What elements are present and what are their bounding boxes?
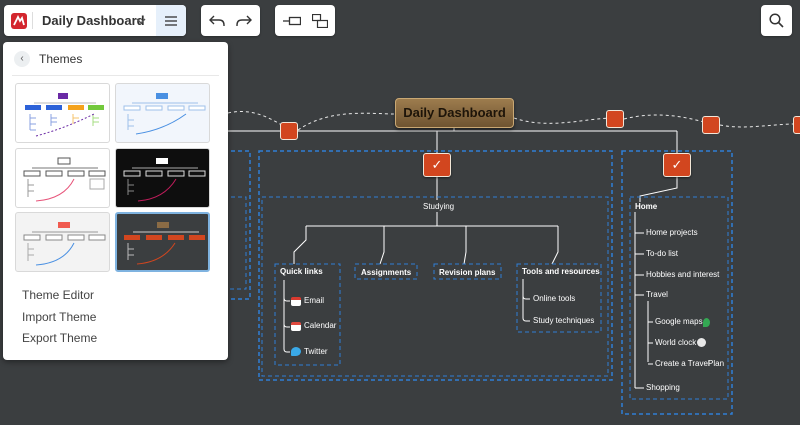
checkbox-topic-studying[interactable]: ✓	[423, 153, 451, 177]
insert-toolbar	[275, 5, 335, 36]
menu-icon	[165, 15, 177, 26]
theme-preview	[25, 93, 104, 137]
chevron-left-icon: ‹	[20, 53, 24, 64]
export-theme-item[interactable]: Export Theme	[22, 331, 98, 345]
panel-header: ‹ Themes	[3, 42, 228, 75]
divider	[12, 75, 219, 76]
insert-subtopic-icon	[311, 13, 328, 28]
topic-study-techniques[interactable]: Study techniques	[533, 316, 595, 325]
insert-topic-button[interactable]	[278, 5, 305, 36]
import-theme-item[interactable]: Import Theme	[22, 310, 97, 324]
divider	[32, 12, 33, 29]
topic-create-travel[interactable]: Create a Travel	[655, 359, 710, 368]
google-maps-icon	[703, 318, 710, 327]
theme-thumbnail-dark[interactable]	[115, 148, 210, 208]
relation-node[interactable]	[606, 110, 624, 128]
checkmark-icon: ✓	[431, 157, 443, 172]
title-dropdown-button[interactable]	[134, 5, 148, 36]
checkbox-topic-home[interactable]: ✓	[663, 153, 691, 177]
back-button[interactable]: ‹	[14, 51, 30, 67]
twitter-icon	[291, 347, 301, 356]
document-title[interactable]: Daily Dashboard	[42, 13, 145, 28]
topic-to-do-list[interactable]: To-do list	[646, 249, 679, 258]
topic-twitter[interactable]: Twitter	[304, 347, 328, 356]
topic-quick-links[interactable]: Quick links	[280, 267, 323, 276]
themes-panel: ‹ Themes	[3, 42, 228, 360]
relation-node[interactable]	[702, 116, 720, 134]
search-toolbar	[761, 5, 792, 36]
redo-icon	[236, 15, 252, 26]
topic-plan[interactable]: Plan	[708, 359, 725, 368]
menu-button[interactable]	[156, 5, 186, 36]
topic-online-tools[interactable]: Online tools	[533, 294, 576, 303]
theme-preview	[123, 158, 206, 202]
theme-thumbnail-dark-coral[interactable]	[115, 212, 210, 272]
topic-revision-plans[interactable]: Revision plans	[439, 268, 496, 277]
redo-button[interactable]	[231, 5, 257, 36]
topic-home[interactable]: Home	[635, 202, 658, 211]
relation-node[interactable]	[793, 116, 800, 134]
app-logo-icon	[11, 12, 27, 29]
theme-preview	[23, 157, 106, 202]
theme-thumbnail-classic-white[interactable]	[15, 148, 110, 208]
checkmark-icon: ✓	[671, 157, 683, 172]
topic-studying[interactable]: Studying	[423, 202, 455, 211]
email-icon	[291, 297, 301, 306]
app-logo-button[interactable]	[10, 5, 28, 36]
theme-thumbnail-coral[interactable]	[15, 212, 110, 272]
topic-assignments[interactable]: Assignments	[361, 268, 412, 277]
theme-editor-item[interactable]: Theme Editor	[22, 288, 95, 302]
topic-calendar[interactable]: Calendar	[304, 321, 337, 330]
insert-topic-icon	[282, 16, 301, 25]
topic-travel[interactable]: Travel	[646, 290, 668, 299]
history-toolbar	[201, 5, 260, 36]
root-topic[interactable]: Daily Dashboard	[395, 98, 514, 128]
theme-preview	[23, 222, 106, 266]
topic-shopping[interactable]: Shopping	[646, 383, 680, 392]
document-toolbar: Daily Dashboard	[4, 5, 186, 36]
topic-hobbies[interactable]: Hobbies and interest	[646, 270, 720, 279]
search-button[interactable]	[761, 5, 792, 36]
insert-subtopic-button[interactable]	[306, 5, 333, 36]
theme-thumbnail-light-blue[interactable]	[115, 83, 210, 143]
panel-title: Themes	[39, 52, 83, 66]
topic-home-projects[interactable]: Home projects	[646, 228, 698, 237]
topic-world-clock[interactable]: World clock	[655, 338, 697, 347]
relation-node[interactable]	[280, 122, 298, 140]
undo-icon	[209, 15, 225, 26]
clock-icon	[697, 338, 706, 347]
undo-button[interactable]	[204, 5, 230, 36]
topic-tools-and-resources[interactable]: Tools and resources	[522, 267, 600, 276]
search-icon	[769, 13, 784, 28]
topic-google-maps[interactable]: Google maps	[655, 317, 703, 326]
topic-email[interactable]: Email	[304, 296, 325, 305]
calendar-icon	[291, 322, 301, 331]
chevron-down-icon	[136, 18, 146, 24]
theme-preview	[124, 222, 205, 265]
theme-preview	[123, 93, 206, 135]
theme-thumbnail-colorful[interactable]	[15, 83, 110, 143]
